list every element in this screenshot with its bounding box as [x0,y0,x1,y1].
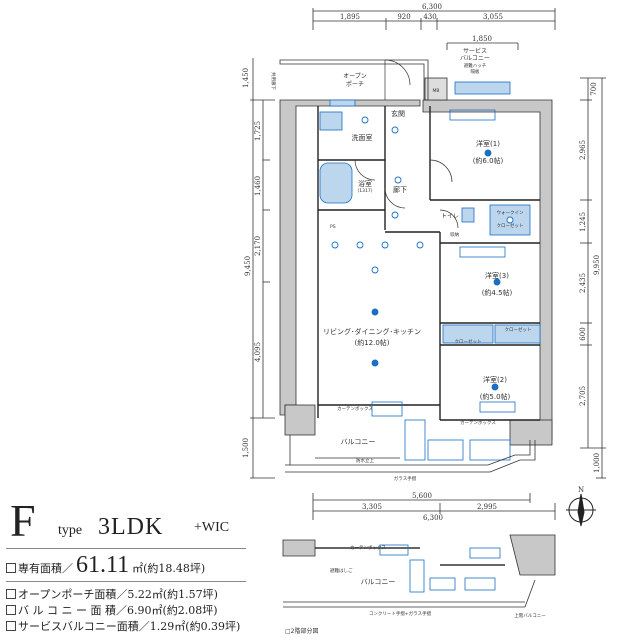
service-note-2: 隔板 [471,68,480,75]
dim-right-5: 600 [579,327,587,340]
room-hall: 廊下 [393,185,407,194]
area-row-service-balcony: サービスバルコニー面積／1.29㎡(約0.39坪) [6,618,240,634]
left-dimensions [250,58,275,479]
compass-north: N [578,486,584,494]
porch-label-2: ポーチ [346,80,364,88]
curtain-box-2: カーテンボックス [460,419,496,426]
checkbox-square-icon [6,605,16,615]
dim-left-1: 1,450 [242,68,250,88]
ps-label: PS [330,224,336,230]
f2-balcony-label: バルコニー [361,578,396,586]
dim-bottom-2: 3,305 [362,503,382,511]
divider [6,581,246,582]
glass-rail-label: ガラス手摺 [394,475,417,482]
room-western-3-size: (約4.5帖) [482,288,513,297]
dim-bottom-1: 5,600 [412,492,432,500]
right-dimensions [580,77,606,479]
area-row-porch: オープンポーチ面積／5.22㎡(約1.57坪) [6,586,218,602]
dim-left-total: 9,450 [244,256,252,276]
area-value: 6.90㎡(約2.08坪) [126,604,218,617]
fixtures [319,81,541,461]
service-note-1: 避難ハッチ [464,62,487,69]
area-row-balcony: バ ル コ ニ ー 面 積／6.90㎡(約2.08坪) [6,602,218,618]
compass-icon [566,493,596,527]
area-label: オープンポーチ面積／ [18,588,128,601]
f2-curtain-label: カーテンボックス [350,544,386,551]
dim-top-3: 430 [423,13,436,21]
exclusive-area-unit: ㎡(約18.48坪) [132,562,206,575]
dim-right-total: 9,950 [593,255,601,275]
f2-caption: □2階部分図 [285,627,319,635]
dim-top-4: 3,055 [483,13,503,21]
room-bath: 浴室 [358,179,372,188]
room-western-1: 洋室(1) [476,139,500,148]
storage-label: 収納 [450,231,459,238]
exclusive-area-value: 61.11 [76,552,130,578]
exclusive-area-label: 専有面積／ [18,562,73,575]
type-letter: F [10,495,36,546]
room-western-2-size: (約5.0帖) [480,392,511,401]
bottom-dimensions [312,493,556,520]
dim-service: 1,850 [472,35,492,43]
room-ldk-size: (約12.0帖) [354,338,389,347]
mb-label: MB [433,88,440,94]
dim-left-4: 2,170 [254,236,262,256]
area-label: バ ル コ ニ ー 面 積／ [18,604,127,617]
partitions [317,106,540,421]
dim-right-6: 2,705 [579,386,587,406]
room-toilet: トイレ [441,213,459,220]
dim-left-5: 4,095 [254,342,262,362]
room-western-3: 洋室(3) [485,271,509,280]
bath-size: (1317) [358,188,373,194]
dim-top-total: 6,300 [422,3,442,11]
room-entrance: 玄関 [391,109,405,118]
balcony [285,435,536,473]
checkbox-square-icon [6,621,16,631]
doors [354,59,459,229]
area-value: 1.29㎡(約0.39坪) [149,620,241,633]
dim-top-1: 1,895 [340,13,360,21]
f2-upper-balcony: 上階バルコニー [514,612,546,619]
curtain-box-1: カーテンボックス [337,405,373,412]
service-balcony-label-1: サービス [463,47,487,55]
room-western-2: 洋室(2) [483,375,507,384]
wic-label-2: クローゼット [497,222,524,229]
layout-suffix: +WIC [194,520,230,535]
common-corridor-label: 共用廊下 [270,72,277,90]
room-washroom: 洗面室 [352,133,373,142]
f2-ladder-label: 避難はしご [330,567,353,574]
type-word: type [58,523,83,538]
divider [6,548,246,549]
dim-right-7: 1,000 [593,453,601,473]
dim-left-3: 1,460 [254,176,262,196]
dim-bottom-3: 2,995 [477,503,497,511]
area-label: サービスバルコニー面積／ [18,620,150,633]
dim-top-2: 920 [397,13,410,21]
dim-right-2: 2,965 [579,140,587,160]
dim-left-6: 1,500 [242,438,250,458]
wic-label-1: ウォークイン [497,209,524,216]
balcony-label: バルコニー [341,438,376,446]
top-dimensions [312,8,556,50]
closet-label-1: クローゼット [505,326,532,333]
closet-label-2: クローゼット [455,338,482,345]
porch-label-1: オープン [343,73,367,80]
room-ldk: リビング･ダイニング･キッチン [323,327,421,336]
checkbox-square-icon [6,563,16,573]
waterproof-label: 防水立上 [356,457,374,464]
checkbox-square-icon [6,589,16,599]
layout-type: 3LDK [98,514,164,540]
f2-rail-label: コンクリート手摺+ガラス手摺 [369,610,432,617]
second-floor-plan [282,534,556,608]
dim-right-4: 2,435 [579,273,587,293]
dim-right-1: 700 [590,82,598,95]
area-value: 5.22㎡(約1.57坪) [127,588,218,601]
ceiling-lights [331,116,514,391]
dim-right-3: 1,245 [579,212,587,232]
dim-left-2: 1,725 [254,121,262,141]
room-western-1-size: (約6.0帖) [473,156,504,165]
service-balcony-label-2: バルコニー [460,55,490,62]
dim-bottom-total: 6,300 [423,514,443,522]
